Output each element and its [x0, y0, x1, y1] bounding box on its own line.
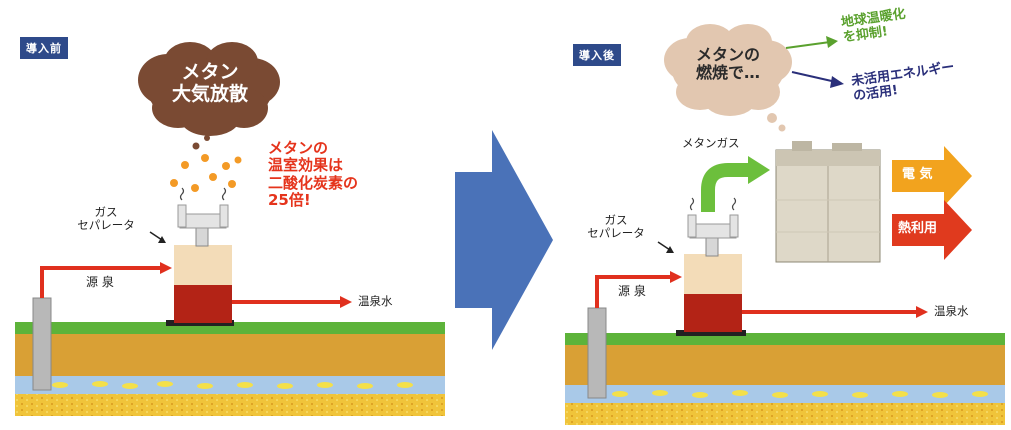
source-pipe-arrow [40, 266, 162, 298]
after-panel [565, 24, 1005, 425]
before-cloud-line-2: 大気放散 [171, 82, 248, 105]
before-cloud-line-1: メタン [181, 61, 239, 83]
source-pipe-arrow [595, 275, 672, 308]
electricity-label: 電 気 [902, 167, 933, 182]
after-cloud-text: メタンの 燃焼で… [678, 45, 778, 83]
before-outlet-label: 温泉水 [358, 294, 393, 308]
after-badge: 導入後 [573, 44, 621, 66]
soil-layer [15, 334, 445, 376]
soil-layer [565, 345, 1005, 385]
electricity-arrow [892, 146, 972, 206]
gravel-layer [15, 394, 445, 416]
greenhouse-note: メタンの 温室効果は 二酸化炭素の 25倍! [268, 139, 359, 209]
greenhouse-note-line-2: 温室効果は [268, 156, 344, 175]
heat-use-label: 熱利用 [898, 221, 938, 236]
cogeneration-unit [775, 141, 881, 263]
before-separator-line-1: ガス [94, 205, 118, 219]
separator-tank-bottom [684, 294, 742, 332]
methane-gas-label: メタンガス [682, 136, 740, 150]
after-separator-line-2: セパレータ [587, 226, 645, 241]
before-separator-line-2: セパレータ [77, 218, 135, 233]
methane-gas-arrow [701, 163, 752, 212]
after-source-label: 源 泉 [618, 284, 646, 298]
greenhouse-note-line-3: 二酸化炭素の [268, 173, 359, 192]
well-pipe [32, 297, 52, 391]
transition-arrow [455, 130, 553, 350]
separator-tank-bottom [174, 285, 232, 323]
separator-tank-top [684, 254, 742, 294]
after-cloud-line-2: 燃焼で… [695, 63, 760, 83]
after-separator-label: ガス セパレータ [580, 213, 652, 241]
before-separator-label: ガス セパレータ [70, 205, 142, 233]
after-separator-line-1: ガス [604, 213, 628, 227]
before-source-label: 源 泉 [86, 275, 114, 289]
greenhouse-note-line-4: 25倍! [268, 190, 311, 209]
methane-cloud-after [664, 24, 792, 132]
gravel-layer [565, 403, 1005, 425]
separator-tank-top [174, 245, 232, 285]
heat-arrow [892, 200, 972, 260]
after-outlet-label: 温泉水 [934, 304, 969, 318]
before-badge: 導入前 [20, 37, 68, 59]
grass-strip [565, 333, 1005, 345]
after-cloud-line-1: メタンの [695, 45, 760, 64]
methane-cloud-before [138, 42, 280, 136]
water-layer [15, 376, 445, 394]
well-pipe [587, 307, 607, 399]
methane-particles [170, 135, 242, 192]
grass-strip [15, 322, 445, 334]
before-cloud-text: メタン 大気放散 [150, 61, 270, 106]
greenhouse-note-line-1: メタンの [268, 139, 329, 157]
before-panel [15, 42, 445, 416]
